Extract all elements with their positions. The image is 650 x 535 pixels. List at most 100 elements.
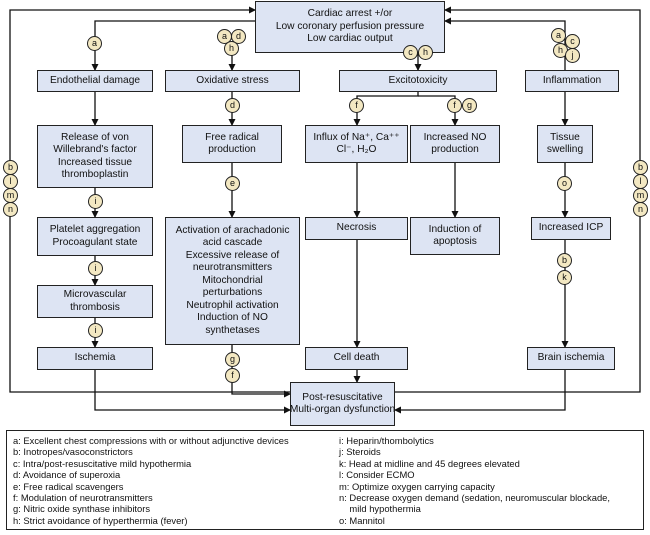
box-line: thrombosis — [70, 301, 120, 313]
platelet-aggregation-box: Platelet aggregation Procoagulant state — [37, 217, 153, 256]
tissue-swelling-box: Tissue swelling — [537, 125, 593, 163]
box-line: Ischemia — [74, 352, 116, 364]
intervention-marker: h — [224, 41, 239, 56]
box-line: Mitochondrial — [202, 274, 263, 286]
cell-death-box: Cell death — [305, 347, 408, 370]
intervention-marker: h — [418, 45, 433, 60]
legend-item: n: Decrease oxygen demand (sedation, neu… — [339, 492, 610, 504]
legend-item: i: Heparin/thombolytics — [339, 435, 434, 446]
box-line: Increased ICP — [538, 222, 604, 234]
microvascular-thrombosis-box: Microvascular thrombosis — [37, 285, 153, 318]
box-line: Microvascular — [63, 289, 127, 301]
legend-item: k: Head at midline and 45 degrees elevat… — [339, 457, 520, 469]
box-line: swelling — [546, 144, 584, 155]
legend-item: f: Modulation of neurotransmitters — [13, 492, 153, 504]
increased-no-production-box: Increased NO production — [410, 125, 500, 163]
intervention-marker: b — [3, 160, 18, 175]
intervention-marker: i — [88, 194, 103, 209]
legend-item: a: Excellent chest compressions with or … — [13, 435, 289, 446]
increased-icp-box: Increased ICP — [531, 217, 611, 240]
box-line: Procoagulant state — [52, 236, 138, 248]
intervention-marker: n — [3, 202, 18, 217]
intervention-marker: d — [225, 98, 240, 113]
legend-item: o: Mannitol — [339, 514, 385, 526]
box-line: Willebrand's factor — [53, 144, 137, 156]
necrosis-box: Necrosis — [305, 217, 408, 240]
box-line: Oxidative stress — [196, 74, 269, 86]
oxidative-stress-box: Oxidative stress — [165, 70, 300, 92]
flow-diagram: Cardiac arrest +/or Low coronary perfusi… — [3, 1, 648, 426]
intervention-marker: m — [633, 188, 648, 203]
box-line: Induction of NO — [197, 312, 268, 324]
box-line: Low coronary perfusion pressure — [275, 20, 425, 32]
brain-ischemia-box: Brain ischemia — [527, 347, 615, 370]
ion-influx-box: Influx of Na⁺, Ca⁺⁺ Cl⁻, H₂O — [305, 125, 408, 163]
von-willebrand-box: Release of von Willebrand's factor Incre… — [37, 125, 153, 188]
intervention-marker: d — [231, 29, 246, 44]
intervention-marker: i — [88, 323, 103, 338]
box-line: Increased tissue — [57, 156, 133, 168]
legend-item: j: Steroids — [339, 446, 381, 458]
post-resuscitative-box: Post-resuscitative Multi-organ dysfuncti… — [290, 382, 395, 426]
box-line: Multi-organ dysfunction — [289, 404, 396, 415]
endothelial-damage-box: Endothelial damage — [37, 70, 153, 92]
intervention-marker: a — [87, 36, 102, 51]
ischemia-box: Ischemia — [37, 347, 153, 370]
legend-item: c: Intra/post-resuscitative mild hypothe… — [13, 457, 192, 469]
cardiac-arrest-box: Cardiac arrest +/or Low coronary perfusi… — [255, 1, 445, 53]
intervention-marker: o — [557, 176, 572, 191]
intervention-marker: j — [565, 48, 580, 63]
legend-item: m: Optimize oxygen carrying capacity — [339, 480, 495, 492]
legend-item: l: Consider ECMO — [339, 469, 415, 481]
box-line: Induction of — [428, 223, 482, 235]
box-line: Free radical — [205, 131, 259, 143]
intervention-marker: m — [3, 188, 18, 203]
box-line: Necrosis — [336, 222, 377, 234]
arachidonic-cascade-box: Activation of arachadonic acid cascade E… — [165, 217, 300, 345]
box-line: Low cardiac output — [307, 33, 393, 45]
box-line: Cardiac arrest +/or — [307, 8, 393, 20]
intervention-marker: i — [88, 261, 103, 276]
box-line: acid cascade — [202, 237, 263, 249]
intervention-marker: g — [225, 352, 240, 367]
intervention-marker: b — [633, 160, 648, 175]
box-line: neurotransmitters — [192, 262, 273, 274]
box-line: Platelet aggregation — [49, 224, 141, 236]
box-line: Endothelial damage — [49, 74, 141, 86]
legend-column-left: a: Excellent chest compressions with or … — [13, 435, 289, 526]
excitotoxicity-box: Excitotoxicity — [339, 70, 497, 92]
intervention-marker: l — [3, 174, 18, 189]
legend-item: e: Free radical scavengers — [13, 480, 124, 492]
box-line: Excitotoxicity — [388, 74, 448, 86]
intervention-marker: f — [447, 98, 462, 113]
apoptosis-box: Induction of apoptosis — [410, 217, 500, 255]
box-line: production — [208, 144, 256, 155]
box-line: Release of von — [61, 131, 129, 143]
intervention-marker: n — [633, 202, 648, 217]
legend-item: mild hypothermia — [339, 503, 421, 515]
box-line: Tissue — [550, 131, 580, 143]
box-line: Brain ischemia — [537, 352, 605, 364]
box-line: Inflammation — [542, 74, 602, 86]
intervention-marker: f — [349, 98, 364, 113]
free-radical-production-box: Free radical production — [182, 125, 282, 163]
intervention-marker: g — [462, 98, 477, 113]
intervention-marker: l — [633, 174, 648, 189]
intervention-marker: a — [551, 28, 566, 43]
intervention-marker: b — [557, 253, 572, 268]
legend-item: h: Strict avoidance of hyperthermia (fev… — [13, 514, 188, 526]
box-line: Excessive release of — [185, 249, 280, 261]
intervention-marker: c — [403, 45, 418, 60]
intervention-marker: k — [557, 270, 572, 285]
box-line: Neutrophil activation — [186, 299, 279, 311]
legend-item: d: Avoidance of superoxia — [13, 469, 121, 481]
box-line: Influx of Na⁺, Ca⁺⁺ — [313, 131, 400, 143]
box-line: Activation of arachadonic — [175, 225, 290, 237]
box-line: thromboplastin — [61, 168, 129, 180]
box-line: apoptosis — [433, 236, 477, 247]
intervention-marker: e — [225, 176, 240, 191]
box-line: Cl⁻, H₂O — [336, 144, 377, 155]
box-line: Cell death — [333, 352, 380, 364]
box-line: Post-resuscitative — [302, 391, 383, 403]
intervention-marker: f — [225, 368, 240, 383]
